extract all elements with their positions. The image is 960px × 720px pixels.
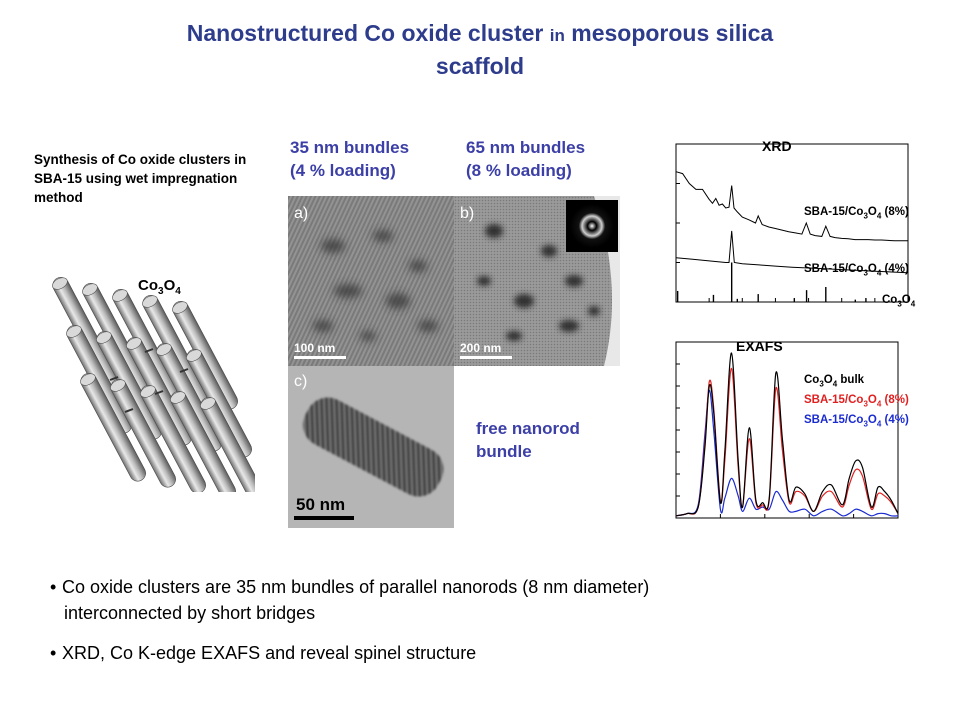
xrd-title: XRD xyxy=(762,138,792,154)
nanorod-cap xyxy=(200,397,216,410)
bullet-1-line2: interconnected by short bridges xyxy=(64,603,316,623)
tem-c-scalebar xyxy=(294,516,354,520)
nanorod-cap xyxy=(52,277,68,290)
slide-title: Nanostructured Co oxide cluster in mesop… xyxy=(60,18,900,82)
caption-65nm-line2: (8 % loading) xyxy=(466,161,572,180)
caption-free-line1: free nanorod xyxy=(476,419,580,438)
nanorod-cap xyxy=(112,289,128,302)
nanorod-cap xyxy=(186,349,202,362)
rod-bridge xyxy=(124,408,134,413)
tem-a-panel-label: a) xyxy=(294,205,308,222)
rod-bridge xyxy=(154,390,164,395)
exafs-legend-4pct: SBA-15/Co3O4 (4%) xyxy=(804,414,909,429)
rod-bridge xyxy=(179,368,189,373)
title-line-1: Nanostructured Co oxide cluster in mesop… xyxy=(60,18,900,51)
caption-35nm: 35 nm bundles (4 % loading) xyxy=(290,136,409,182)
xrd-chart: XRD SBA-15/Co3O4 (8%) SBA-15/Co3O4 (4%) … xyxy=(640,134,950,334)
exafs-legend-bulk: Co3O4 bulk xyxy=(804,374,865,389)
co3o4-rod-label: Co3O4 xyxy=(138,277,181,297)
caption-35nm-line2: (4 % loading) xyxy=(290,161,396,180)
caption-65nm-line1: 65 nm bundles xyxy=(466,138,586,157)
nanorod xyxy=(170,391,236,500)
nanorod-cap xyxy=(110,379,126,392)
exafs-title: EXAFS xyxy=(736,338,783,354)
tem-b-scalebar xyxy=(460,356,512,359)
diffraction-ring xyxy=(570,204,614,248)
nanorod-cap xyxy=(66,325,82,338)
summary-bullets: Co oxide clusters are 35 nm bundles of p… xyxy=(50,574,930,680)
nanorod-cap xyxy=(172,301,188,314)
exafs-plot xyxy=(675,341,899,519)
title-part-2: in xyxy=(549,26,565,45)
exafs-series-line xyxy=(675,352,899,517)
rod-bridge xyxy=(144,348,154,353)
nanorod xyxy=(80,373,146,482)
tem-c-panel-label: c) xyxy=(294,373,307,390)
nanorod xyxy=(156,343,222,452)
xrd-series-line xyxy=(675,171,908,242)
nanorod xyxy=(66,325,132,434)
nanorod-cap xyxy=(140,385,156,398)
xrd-legend-4pct: SBA-15/Co3O4 (4%) xyxy=(804,263,909,278)
tem-b-scale-label: 200 nm xyxy=(460,341,501,355)
xrd-plot xyxy=(675,143,909,303)
nanorod-drawing: Co3O4 xyxy=(52,277,266,506)
tem-image-c: c) 50 nm xyxy=(288,366,454,528)
nanorod-cap xyxy=(80,373,96,386)
title-part-3: mesoporous silica xyxy=(564,20,774,46)
xrd-plot-frame xyxy=(675,143,909,303)
nanorod-body xyxy=(80,373,146,482)
caption-65nm: 65 nm bundles (8 % loading) xyxy=(466,136,585,182)
tem-a-scalebar xyxy=(294,356,346,359)
tem-a-graphic: a) 100 nm xyxy=(288,196,454,366)
title-part-1: Nanostructured Co oxide cluster xyxy=(186,20,550,46)
title-line-2: scaffold xyxy=(435,53,525,79)
tem-c-scale-label: 50 nm xyxy=(296,495,345,514)
bullet-1: Co oxide clusters are 35 nm bundles of p… xyxy=(50,574,930,626)
bullet-2-line1: XRD, Co K-edge EXAFS and reveal spinel s… xyxy=(62,643,477,663)
nanorod-cap xyxy=(82,283,98,296)
caption-free-line2: bundle xyxy=(476,442,532,461)
bullet-2: XRD, Co K-edge EXAFS and reveal spinel s… xyxy=(50,640,930,666)
nanorod-cap xyxy=(96,331,112,344)
nanorod xyxy=(172,301,238,410)
tem-c-graphic: c) 50 nm xyxy=(288,366,454,528)
caption-35nm-line1: 35 nm bundles xyxy=(290,138,410,157)
tem-image-b: b) 200 nm xyxy=(454,196,620,366)
synthesis-text: Synthesis of Co oxide clusters in SBA-15… xyxy=(34,152,247,205)
bullet-1-line1: Co oxide clusters are 35 nm bundles of p… xyxy=(62,577,650,597)
xrd-series-line xyxy=(675,230,909,274)
nanorod-cap xyxy=(156,343,172,356)
tem-a-scale-label: 100 nm xyxy=(294,341,335,355)
rod-bridge xyxy=(109,376,119,381)
tem-image-a: a) 100 nm xyxy=(288,196,454,366)
exafs-chart: EXAFS Co3O4 bulk SBA-15/Co3O4 (8%) SBA-1… xyxy=(640,332,950,554)
exafs-legend-8pct: SBA-15/Co3O4 (8%) xyxy=(804,394,909,409)
nanorod-body xyxy=(110,379,176,488)
nanorod xyxy=(126,337,192,446)
tem-b-graphic: b) 200 nm xyxy=(454,196,620,366)
xrd-legend-co3o4: Co3O4 xyxy=(882,294,916,309)
nanorod-illustration: Co3O4 xyxy=(30,262,266,506)
nanorod-cap xyxy=(142,295,158,308)
nanorod-cap xyxy=(126,337,142,350)
nanorod-bundle xyxy=(303,397,444,497)
exafs-series-line xyxy=(675,389,899,517)
caption-free-bundle: free nanorod bundle xyxy=(476,417,580,463)
xrd-legend-8pct: SBA-15/Co3O4 (8%) xyxy=(804,206,909,221)
nanorod xyxy=(110,379,176,488)
tem-b-panel-label: b) xyxy=(460,205,474,222)
nanorod-cap xyxy=(170,391,186,404)
